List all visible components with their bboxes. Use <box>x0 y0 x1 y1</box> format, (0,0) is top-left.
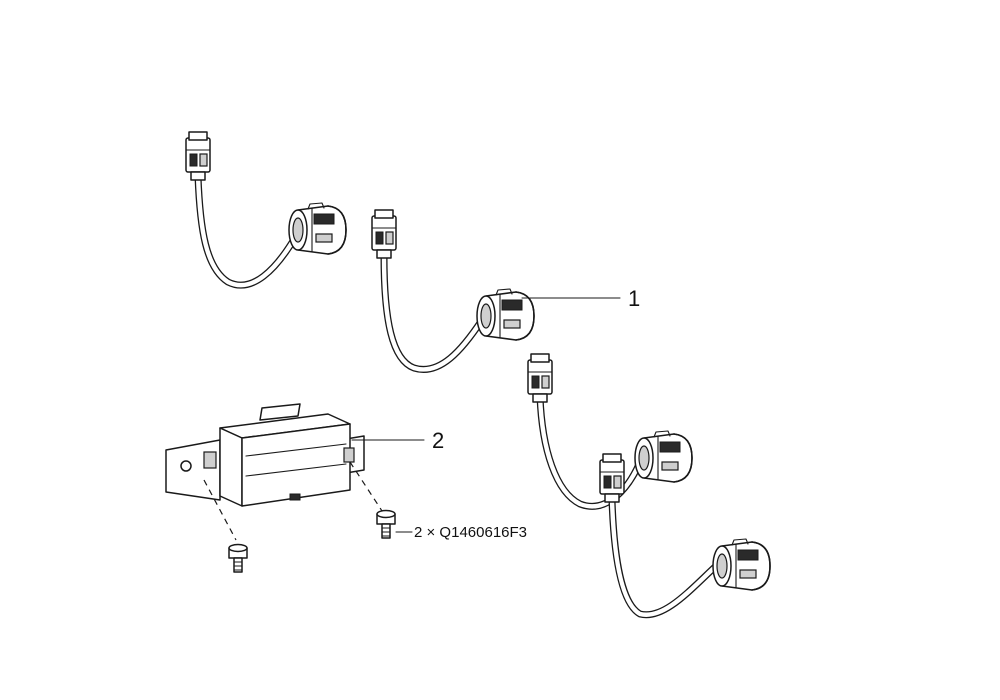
fastener-part-number: 2 × Q1460616F3 <box>414 524 527 541</box>
sensor-harness-d <box>599 453 771 619</box>
wiring-connector-icon <box>185 131 211 181</box>
bolt-icon <box>228 543 248 573</box>
callout-2: 2 <box>351 428 444 453</box>
parking-control-module <box>165 403 365 507</box>
parking-sensor-icon <box>634 430 693 483</box>
bolt-icon <box>376 509 396 539</box>
sensor-harness-a <box>185 131 347 289</box>
module-fasteners <box>203 461 396 573</box>
callout-number: 1 <box>628 286 640 311</box>
parking-sensor-icon <box>712 538 771 591</box>
parking-sensor-icon <box>476 288 535 341</box>
parking-sensor-icon <box>288 202 347 255</box>
sensor-harness-b <box>371 209 535 373</box>
callout-1: 1 <box>521 286 640 311</box>
wiring-connector-icon <box>527 353 553 403</box>
sensor-harness-c <box>527 353 693 510</box>
wiring-connector-icon <box>371 209 397 259</box>
callout-number: 2 <box>432 428 444 453</box>
fastener-callout: 2 × Q1460616F3 <box>395 524 527 541</box>
